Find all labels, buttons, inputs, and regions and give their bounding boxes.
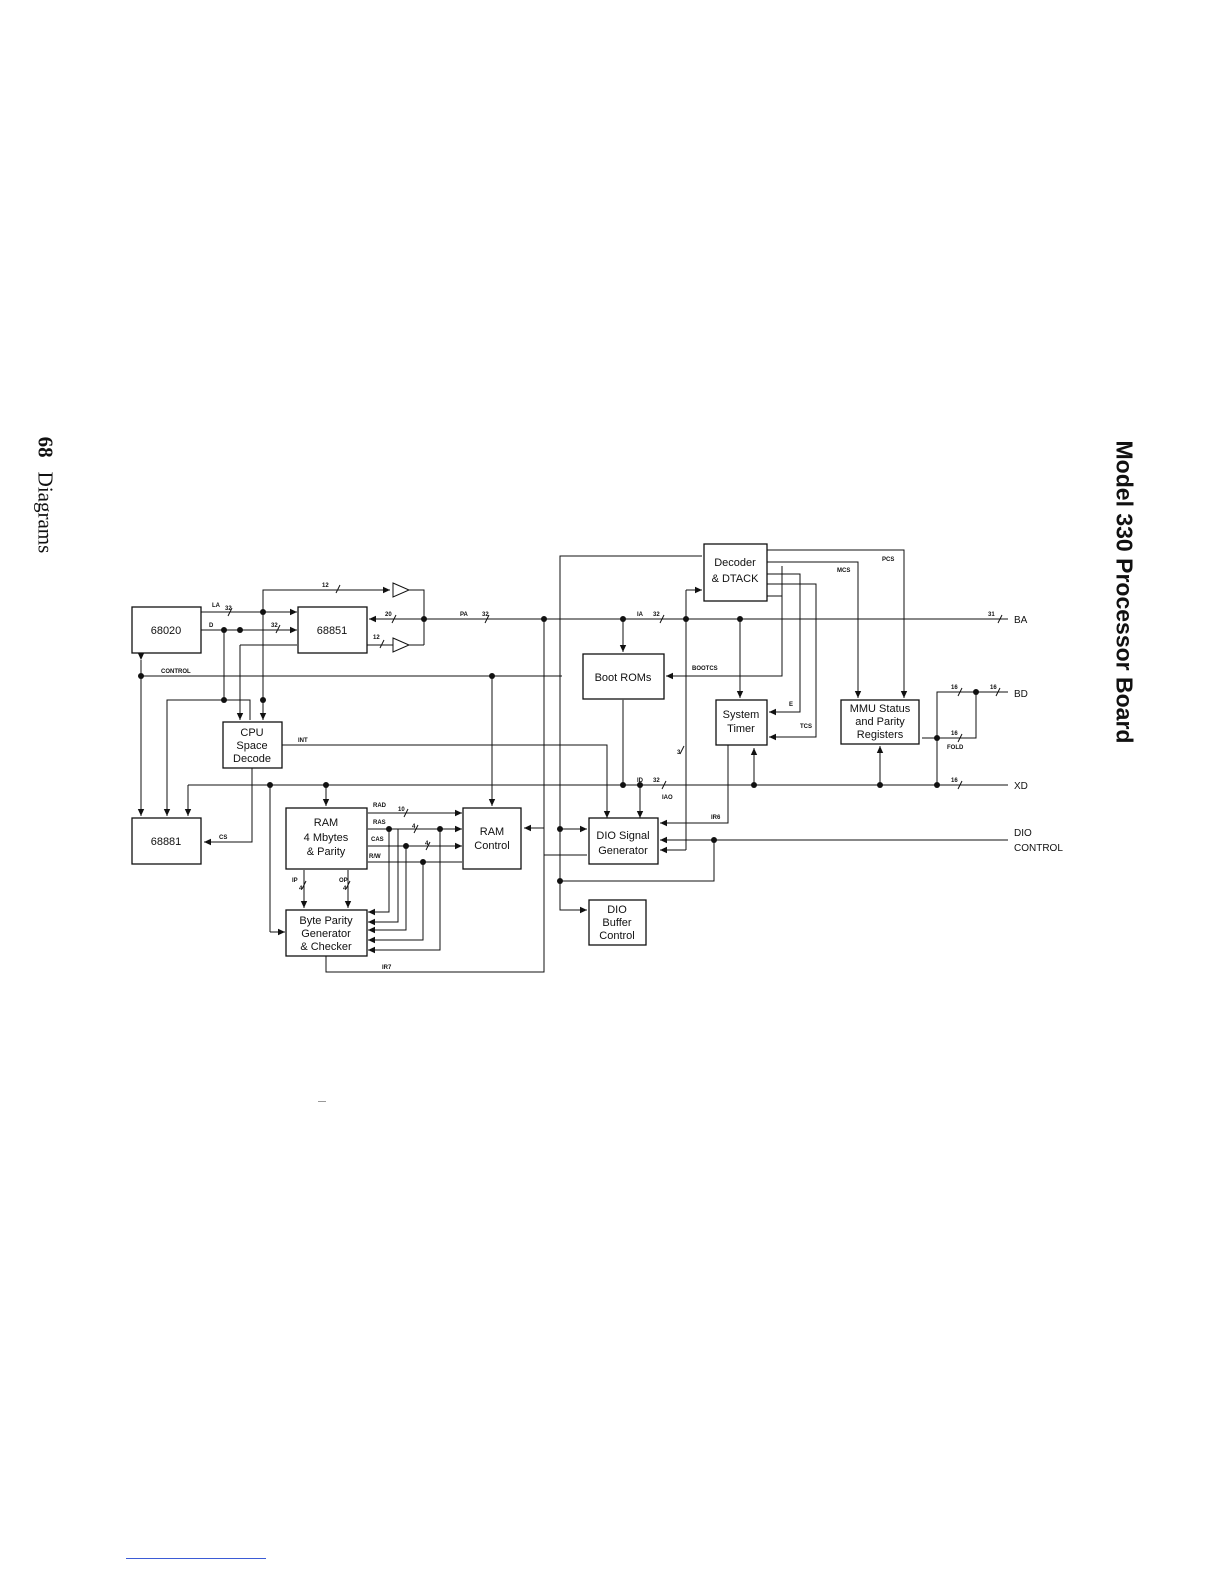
svg-text:System: System	[723, 709, 760, 721]
svg-text:Generator: Generator	[301, 928, 351, 940]
label-ip: IP	[292, 878, 298, 884]
svg-text:& Parity: & Parity	[307, 846, 346, 858]
label-cas: CAS	[371, 837, 384, 843]
label-ia: IA	[637, 612, 644, 618]
width-cas-a: 4	[412, 824, 416, 830]
label-tcs: TCS	[800, 724, 812, 730]
svg-text:68851: 68851	[317, 625, 348, 637]
block-system-timer: System Timer	[715, 699, 768, 746]
label-rad: RAD	[373, 803, 387, 809]
svg-text:Decoder: Decoder	[714, 557, 756, 569]
block-68881: 68881	[131, 817, 202, 865]
block-68020: 68020	[131, 606, 202, 654]
svg-text:Generator: Generator	[598, 845, 648, 857]
label-pcs: PCS	[882, 557, 894, 563]
block-68851: 68851	[297, 606, 368, 654]
svg-text:Boot ROMs: Boot ROMs	[595, 672, 652, 684]
svg-text:& Checker: & Checker	[300, 941, 352, 953]
block-dio-signal: DIO Signal Generator	[588, 817, 659, 865]
label-pa: PA	[460, 612, 469, 618]
block-dio-buffer: DIO Buffer Control	[588, 899, 647, 946]
svg-text:Control: Control	[599, 930, 634, 942]
width-three: 3	[677, 750, 681, 756]
svg-text:Control: Control	[474, 840, 509, 852]
block-byte-parity: Byte Parity Generator & Checker	[285, 909, 368, 957]
svg-text:68881: 68881	[151, 836, 182, 848]
width-rad: 10	[398, 807, 405, 813]
width-fold: 16	[951, 731, 958, 737]
label-e: E	[789, 702, 793, 708]
label-ir7: IR7	[382, 965, 392, 971]
label-rw: R/W	[369, 854, 381, 860]
wires	[137, 549, 1008, 973]
svg-text:Decode: Decode	[233, 753, 271, 765]
width-mmu-in: 20	[385, 612, 392, 618]
label-fold: FOLD	[947, 745, 964, 751]
label-op: OP	[339, 878, 348, 884]
width-top-buf: 12	[322, 583, 329, 589]
svg-text:RAM: RAM	[314, 817, 338, 829]
svg-text:DIO Signal: DIO Signal	[596, 830, 649, 842]
svg-text:MMU Status: MMU Status	[850, 703, 911, 715]
label-bootcs: BOOTCS	[692, 666, 718, 672]
width-mid-buf: 12	[373, 635, 380, 641]
width-ba: 31	[988, 612, 995, 618]
block-cpu-space-decode: CPU Space Decode	[222, 721, 283, 769]
svg-text:RAM: RAM	[480, 826, 504, 838]
svg-text:68020: 68020	[151, 625, 182, 637]
svg-text:4 Mbytes: 4 Mbytes	[304, 832, 349, 844]
block-ram-control: RAM Control	[462, 807, 522, 870]
footer-rule	[126, 1558, 266, 1559]
label-iao: IAO	[662, 795, 673, 801]
stray-mark	[318, 1101, 326, 1102]
svg-text:& DTACK: & DTACK	[712, 573, 760, 585]
width-xd: 16	[951, 778, 958, 784]
svg-text:Registers: Registers	[857, 729, 904, 741]
svg-text:Byte Parity: Byte Parity	[299, 915, 353, 927]
label-mcs: MCS	[837, 568, 850, 574]
width-d: 32	[271, 623, 278, 629]
svg-text:Timer: Timer	[727, 723, 755, 735]
width-id: 32	[653, 778, 660, 784]
label-ir6: IR6	[711, 815, 721, 821]
ext-xd: XD	[1014, 781, 1028, 792]
ext-dio: DIO	[1014, 828, 1032, 839]
label-la: LA	[212, 603, 221, 609]
svg-text:Buffer: Buffer	[602, 917, 631, 929]
width-ip: 4	[299, 886, 303, 892]
svg-text:CPU: CPU	[240, 727, 263, 739]
svg-text:Space: Space	[236, 740, 267, 752]
bus-slashes	[227, 584, 1003, 890]
svg-text:and Parity: and Parity	[855, 716, 905, 728]
width-op: 4	[343, 886, 347, 892]
external-labels: BA BD XD DIO CONTROL	[1014, 615, 1063, 854]
label-d: D	[209, 623, 214, 629]
width-ia: 32	[653, 612, 660, 618]
junction-dots	[138, 609, 979, 884]
label-id: ID	[637, 778, 644, 784]
label-ras: RAS	[373, 820, 386, 826]
svg-text:DIO: DIO	[607, 904, 627, 916]
signal-labels: LA 32 D 32 12 20 12 PA 32 IA 32 31 CONTR…	[161, 557, 997, 971]
label-int: INT	[298, 738, 308, 744]
block-decoder-dtack: Decoder & DTACK	[703, 543, 768, 602]
label-control: CONTROL	[161, 669, 191, 675]
width-la: 32	[225, 606, 232, 612]
width-bd-a: 16	[951, 685, 958, 691]
ext-bd: BD	[1014, 689, 1028, 700]
ext-ba: BA	[1014, 615, 1028, 626]
width-pa: 32	[482, 612, 489, 618]
width-bd-b: 16	[990, 685, 997, 691]
block-mmu-status: MMU Status and Parity Registers	[840, 699, 920, 745]
label-cs: CS	[219, 835, 227, 841]
block-ram: RAM 4 Mbytes & Parity	[285, 807, 368, 870]
block-boot-roms: Boot ROMs	[582, 653, 665, 700]
ext-dio-control: CONTROL	[1014, 843, 1063, 854]
width-cas-b: 4	[425, 841, 429, 847]
